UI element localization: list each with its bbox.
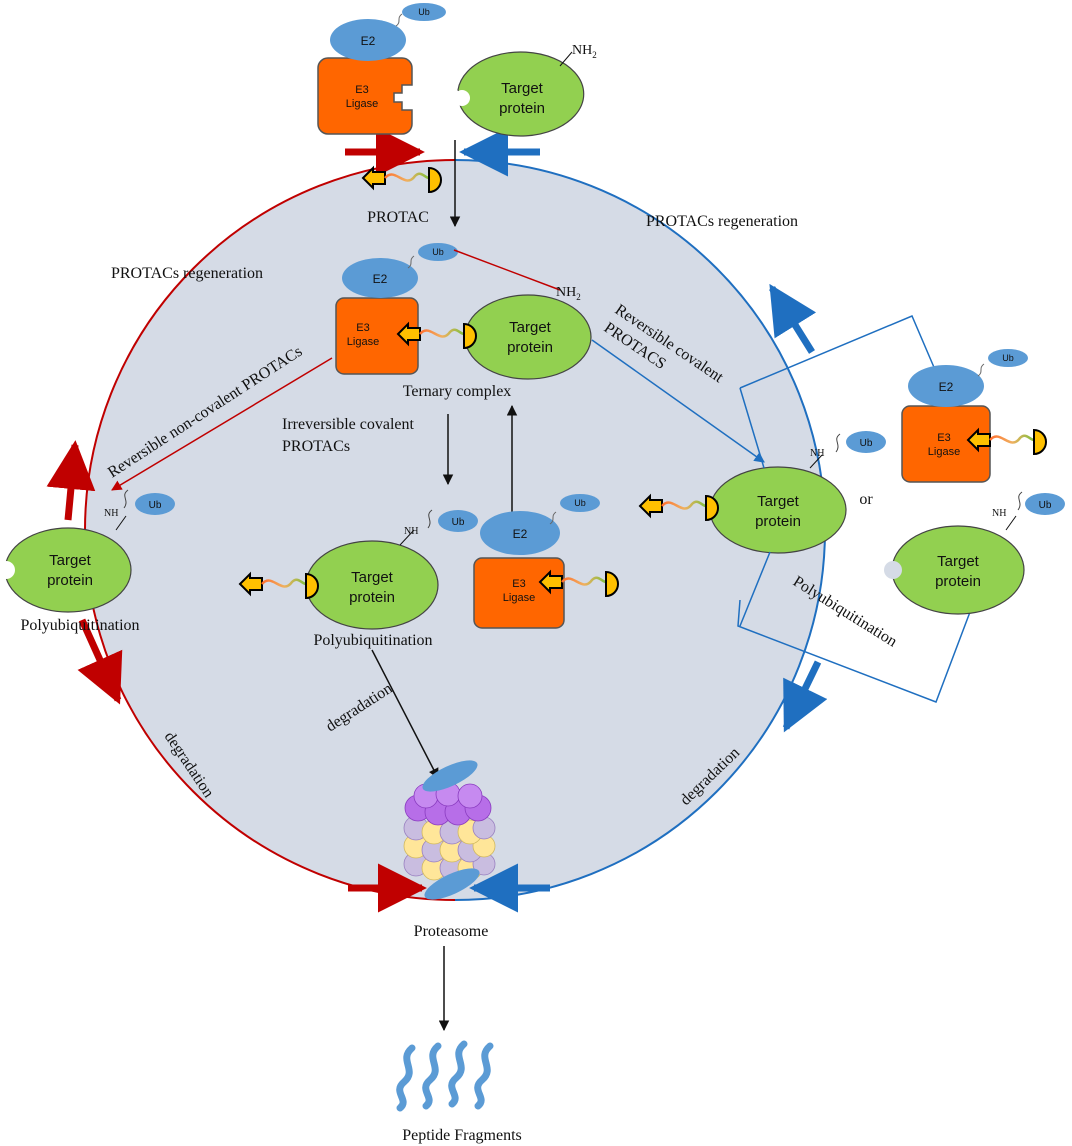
protac-label: PROTAC	[367, 209, 429, 226]
nh-label: NH	[404, 526, 418, 537]
ternary-complex: E2 Ub E3 Ligase Target protein NH2	[335, 243, 592, 380]
blue-arrow-right-down	[782, 660, 828, 733]
e2-label: E2	[361, 34, 376, 48]
ub-label: Ub	[1039, 500, 1052, 511]
ligase-label: Ligase	[503, 592, 535, 604]
protein-label: protein	[935, 573, 981, 590]
e3-label: E3	[355, 84, 368, 96]
arrow-reversible-covalent	[591, 339, 765, 463]
red-arrow-left-down	[77, 618, 123, 705]
e2-label: E2	[939, 380, 954, 394]
ligase-label: Ligase	[928, 446, 960, 458]
right-polyub-protein: Target protein NH Ub	[638, 431, 886, 554]
right-bracket-lines	[737, 315, 971, 703]
target-label: Target	[351, 569, 394, 586]
e2-label: E2	[373, 272, 388, 286]
protacs-regeneration-right: PROTACs regeneration	[646, 213, 798, 230]
ligase-label: Ligase	[347, 336, 379, 348]
e2-label: E2	[513, 527, 528, 541]
protein-label: protein	[499, 100, 545, 117]
nh2-label: NH2	[572, 43, 597, 60]
ub-label: Ub	[432, 247, 444, 257]
protein-label: protein	[755, 513, 801, 530]
nh-label: NH	[992, 508, 1006, 519]
e3-label: E3	[356, 322, 369, 334]
center-polyub-protein: Target protein NH Ub	[238, 509, 478, 630]
target-label: Target	[937, 553, 980, 570]
irreversible-line1: Irreversible covalent	[282, 416, 414, 433]
target-label: Target	[757, 493, 800, 510]
ub-label: Ub	[1002, 353, 1014, 363]
ub-label: Ub	[418, 7, 430, 17]
irreversible-line2: PROTACs	[282, 438, 350, 455]
or-label: or	[859, 491, 873, 508]
proteasome	[403, 760, 496, 900]
right-e3-complex: E2 Ub E3 Ligase	[901, 349, 1048, 483]
nh-label: NH	[104, 508, 118, 519]
red-arrow-left-up	[46, 440, 96, 521]
right-bracket-left	[739, 387, 765, 469]
blue-arrow-right-up	[769, 283, 817, 354]
polyub-center-label: Polyubiquitination	[313, 632, 432, 649]
top-target-protein: Target protein NH2	[454, 43, 597, 137]
ub-label: Ub	[149, 500, 162, 511]
e3-label: E3	[937, 432, 950, 444]
protacs-regeneration-left: PROTACs regeneration	[111, 265, 263, 282]
protein-label: protein	[507, 339, 553, 356]
proteasome-core	[403, 781, 496, 881]
protein-label: protein	[349, 589, 395, 606]
ligase-label: Ligase	[346, 98, 378, 110]
peptide-fragments	[396, 1040, 494, 1112]
arrow-to-proteasome	[371, 649, 439, 779]
e3-label: E3	[512, 578, 525, 590]
arrow-reversible-noncovalent	[111, 357, 333, 491]
protein-label: protein	[47, 572, 93, 589]
right-bracket-bottom	[739, 551, 771, 627]
ub-label: Ub	[574, 498, 586, 508]
proteasome-label: Proteasome	[414, 923, 489, 940]
center-e3-complex: E2 Ub E3 Ligase	[473, 494, 620, 629]
ub-label: Ub	[860, 438, 873, 449]
peptide-fragments-label: Peptide Fragments	[402, 1127, 522, 1144]
nh-label: NH	[810, 448, 824, 459]
left-polyub-protein: Target protein NH Ub	[0, 489, 175, 613]
ternary-complex-label: Ternary complex	[403, 383, 512, 400]
target-label: Target	[509, 319, 552, 336]
target-label: Target	[49, 552, 92, 569]
polyub-left-label: Polyubiquitination	[20, 617, 139, 634]
nh2-label: NH2	[556, 285, 581, 302]
right-free-protein: Target protein NH Ub	[884, 491, 1065, 615]
ub-label: Ub	[452, 517, 465, 528]
top-e3-complex: E2 Ub E3 Ligase	[317, 3, 446, 135]
target-label: Target	[501, 80, 544, 97]
